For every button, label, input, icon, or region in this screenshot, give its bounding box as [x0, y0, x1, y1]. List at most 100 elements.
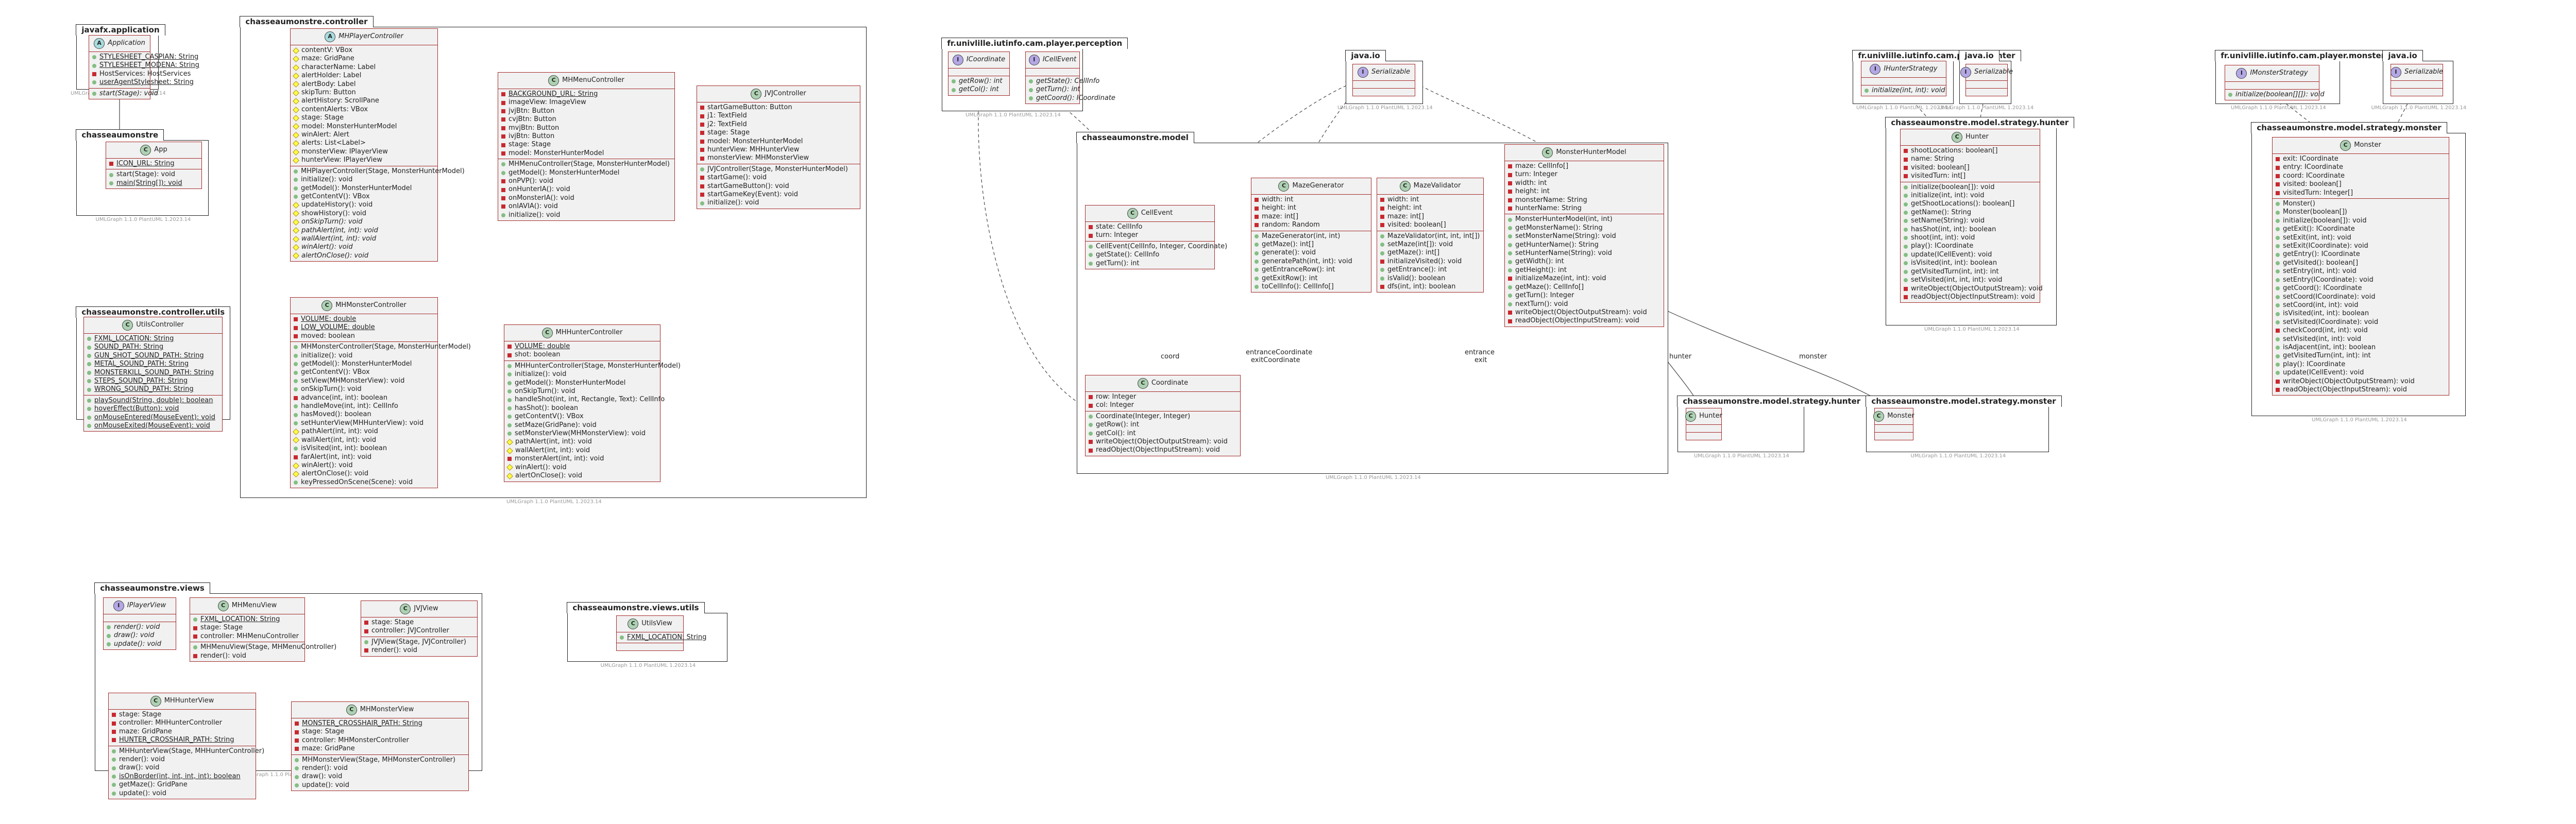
attribute: controller: MHMenuController — [190, 632, 304, 641]
class-name: IHunterStrategy — [1884, 65, 1938, 73]
class-icon: C — [1399, 181, 1411, 192]
pri-visibility-icon — [501, 92, 505, 97]
attribute: width: int — [1377, 196, 1483, 204]
pub-visibility-icon — [1904, 278, 1908, 283]
pri-visibility-icon — [294, 334, 298, 339]
member-text: onMouseEntered(MouseEvent): void — [94, 413, 215, 421]
class-icon: C — [1952, 132, 1963, 143]
pri-visibility-icon — [1904, 149, 1908, 153]
member-text: initialize(): void — [301, 176, 353, 184]
pro-visibility-icon — [293, 81, 299, 88]
pub-visibility-icon — [1089, 253, 1093, 258]
attribute: FXML_LOCATION: String — [190, 615, 304, 624]
attribute: stage: Stage — [109, 711, 256, 719]
pri-visibility-icon — [112, 738, 116, 743]
operation: isAdjacent(int, int): boolean — [2273, 344, 2449, 352]
member-text: startGameButton: Button — [707, 104, 792, 111]
member-text: render(): void — [371, 646, 418, 655]
operation: getCoord(): ICoordinate — [2273, 284, 2449, 293]
operation: Monster() — [2273, 200, 2449, 208]
operation: playSound(String, double): boolean — [84, 397, 222, 405]
member-text: readObject(ObjectInputStream): void — [1515, 317, 1639, 325]
pub-visibility-icon — [501, 213, 505, 217]
pri-visibility-icon — [1089, 395, 1093, 400]
member-text: readObject(ObjectInputStream): void — [1096, 446, 1220, 454]
operation: MHMonsterView(Stage, MHMonsterController… — [292, 756, 468, 764]
pub-visibility-icon — [2276, 210, 2280, 215]
member-text: start(Stage): void — [99, 89, 159, 97]
pub-visibility-icon — [501, 162, 505, 167]
member-text: setVisited(ICoordinate): void — [2283, 318, 2379, 326]
operations-section: initialize(int, int): void — [1861, 85, 1946, 96]
watermark: UMLGraph 1.1.0 PlantUML 1.2023.14 — [600, 663, 696, 668]
operation: startGameKey(Event): void — [697, 191, 860, 199]
operations-section: MHMenuController(Stage, MonsterHunterMod… — [498, 159, 674, 220]
member-text: getCol(): int — [959, 85, 999, 94]
pub-visibility-icon — [2276, 244, 2280, 249]
member-text: visited: boolean[] — [1911, 163, 1970, 171]
operation: getRow(): int — [948, 77, 1009, 85]
member-text: hasMoved(): boolean — [301, 410, 371, 419]
member-text: Monster(boolean[]) — [2283, 208, 2347, 216]
attribute: visited: boolean[] — [2273, 180, 2449, 188]
class-name: MHMonsterController — [335, 301, 406, 310]
operation: getEntranceRow(): int — [1251, 266, 1371, 274]
attributes-section — [1861, 78, 1946, 85]
pub-visibility-icon — [1904, 202, 1908, 207]
member-text: getExit(): ICoordinate — [2283, 225, 2355, 233]
attribute: maze: GridPane — [109, 728, 256, 736]
pri-visibility-icon — [1380, 223, 1384, 228]
attribute: skipTurn: Button — [291, 89, 437, 97]
member-text: Coordinate(Integer, Integer) — [1096, 412, 1191, 420]
member-text: onPVP(): void — [509, 177, 553, 185]
pri-visibility-icon — [1508, 311, 1512, 315]
operation: getWidth(): int — [1505, 258, 1664, 266]
member-text: advance(int, int): boolean — [301, 393, 388, 402]
member-text: Monster() — [2283, 200, 2315, 208]
pri-visibility-icon — [1904, 286, 1908, 291]
class-name: MazeValidator — [1413, 182, 1461, 190]
pri-visibility-icon — [295, 730, 299, 734]
pub-visibility-icon — [1089, 261, 1093, 266]
operation: getEntrance(): int — [1377, 266, 1483, 274]
attribute: visitedTurn: Integer[] — [2273, 189, 2449, 197]
pub-visibility-icon — [1029, 96, 1033, 101]
attribute: LOW_VOLUME: double — [291, 323, 437, 332]
attributes-section — [948, 68, 1009, 76]
pro-visibility-icon — [293, 437, 299, 444]
